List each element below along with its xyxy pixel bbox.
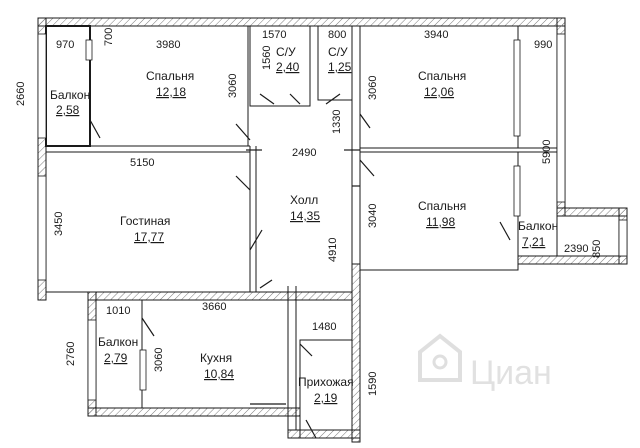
room-area-bath-2: 1,25	[328, 60, 352, 74]
room-name-bath-2: С/У	[328, 45, 348, 59]
room-labels: Балкон 2,58 Спальня 12,18 С/У 2,40 С/У 1…	[50, 45, 558, 405]
dim-1570: 1570	[262, 29, 286, 41]
dim-1560: 1560	[261, 46, 273, 70]
windows	[37, 33, 628, 401]
cian-house-logo-icon	[418, 333, 462, 382]
room-area-balcony-bottom-left: 2,79	[104, 351, 128, 365]
dim-800: 800	[328, 29, 346, 41]
room-area-bath-1: 2,40	[276, 60, 300, 74]
room-name-entry: Прихожая	[298, 375, 354, 389]
room-name-balcony-bottom-left: Балкон	[98, 335, 138, 349]
room-name-bedroom-left: Спальня	[146, 69, 194, 83]
room-area-hall: 14,35	[290, 209, 320, 223]
room-area-bedroom-left: 12,18	[156, 85, 186, 99]
room-name-balcony-right: Балкон	[518, 219, 558, 233]
room-name-bath-1: С/У	[276, 45, 296, 59]
room-area-bedroom-right-top: 12,06	[424, 85, 454, 99]
room-name-bedroom-right-top: Спальня	[418, 69, 466, 83]
dim-1590: 1590	[367, 372, 379, 396]
dim-3450: 3450	[53, 212, 65, 236]
dim-1330: 1330	[331, 110, 343, 134]
dim-700: 700	[103, 28, 115, 46]
dim-3980: 3980	[156, 39, 180, 51]
dim-3040: 3040	[367, 204, 379, 228]
dim-4910: 4910	[327, 238, 339, 262]
dim-3060-c: 3060	[153, 348, 165, 372]
dim-2760: 2760	[65, 342, 77, 366]
room-area-living: 17,77	[134, 230, 164, 244]
room-name-living: Гостиная	[120, 214, 170, 228]
room-name-kitchen: Кухня	[200, 351, 232, 365]
room-area-bedroom-right-mid: 11,98	[426, 215, 455, 229]
watermark: Циан	[418, 333, 552, 392]
room-area-kitchen: 10,84	[204, 367, 234, 381]
room-name-balcony-top-left: Балкон	[50, 88, 90, 102]
room-area-balcony-top-left: 2,58	[56, 103, 80, 117]
room-name-hall: Холл	[290, 193, 318, 207]
room-area-entry: 2,19	[314, 391, 338, 405]
dim-1010: 1010	[106, 305, 130, 317]
dim-1480: 1480	[312, 321, 336, 333]
dim-970: 970	[56, 39, 74, 51]
dim-990: 990	[534, 39, 552, 51]
dim-2660: 2660	[15, 82, 27, 106]
doors	[89, 93, 511, 439]
dim-2490: 2490	[292, 147, 316, 159]
room-name-bedroom-right-mid: Спальня	[418, 199, 466, 213]
watermark-text: Циан	[470, 354, 552, 392]
dim-5150: 5150	[130, 157, 154, 169]
dim-3940: 3940	[424, 29, 448, 41]
dimensions: 970 700 3980 1570 800 3940 990 2660 1560…	[15, 28, 603, 396]
dim-2390: 2390	[564, 243, 588, 255]
dim-3060-b: 3060	[367, 76, 379, 100]
dim-5900: 5900	[541, 140, 553, 164]
dim-3060-a: 3060	[227, 74, 239, 98]
room-area-balcony-right: 7,21	[522, 235, 546, 249]
dim-850: 850	[591, 240, 603, 258]
dim-3660: 3660	[202, 301, 226, 313]
